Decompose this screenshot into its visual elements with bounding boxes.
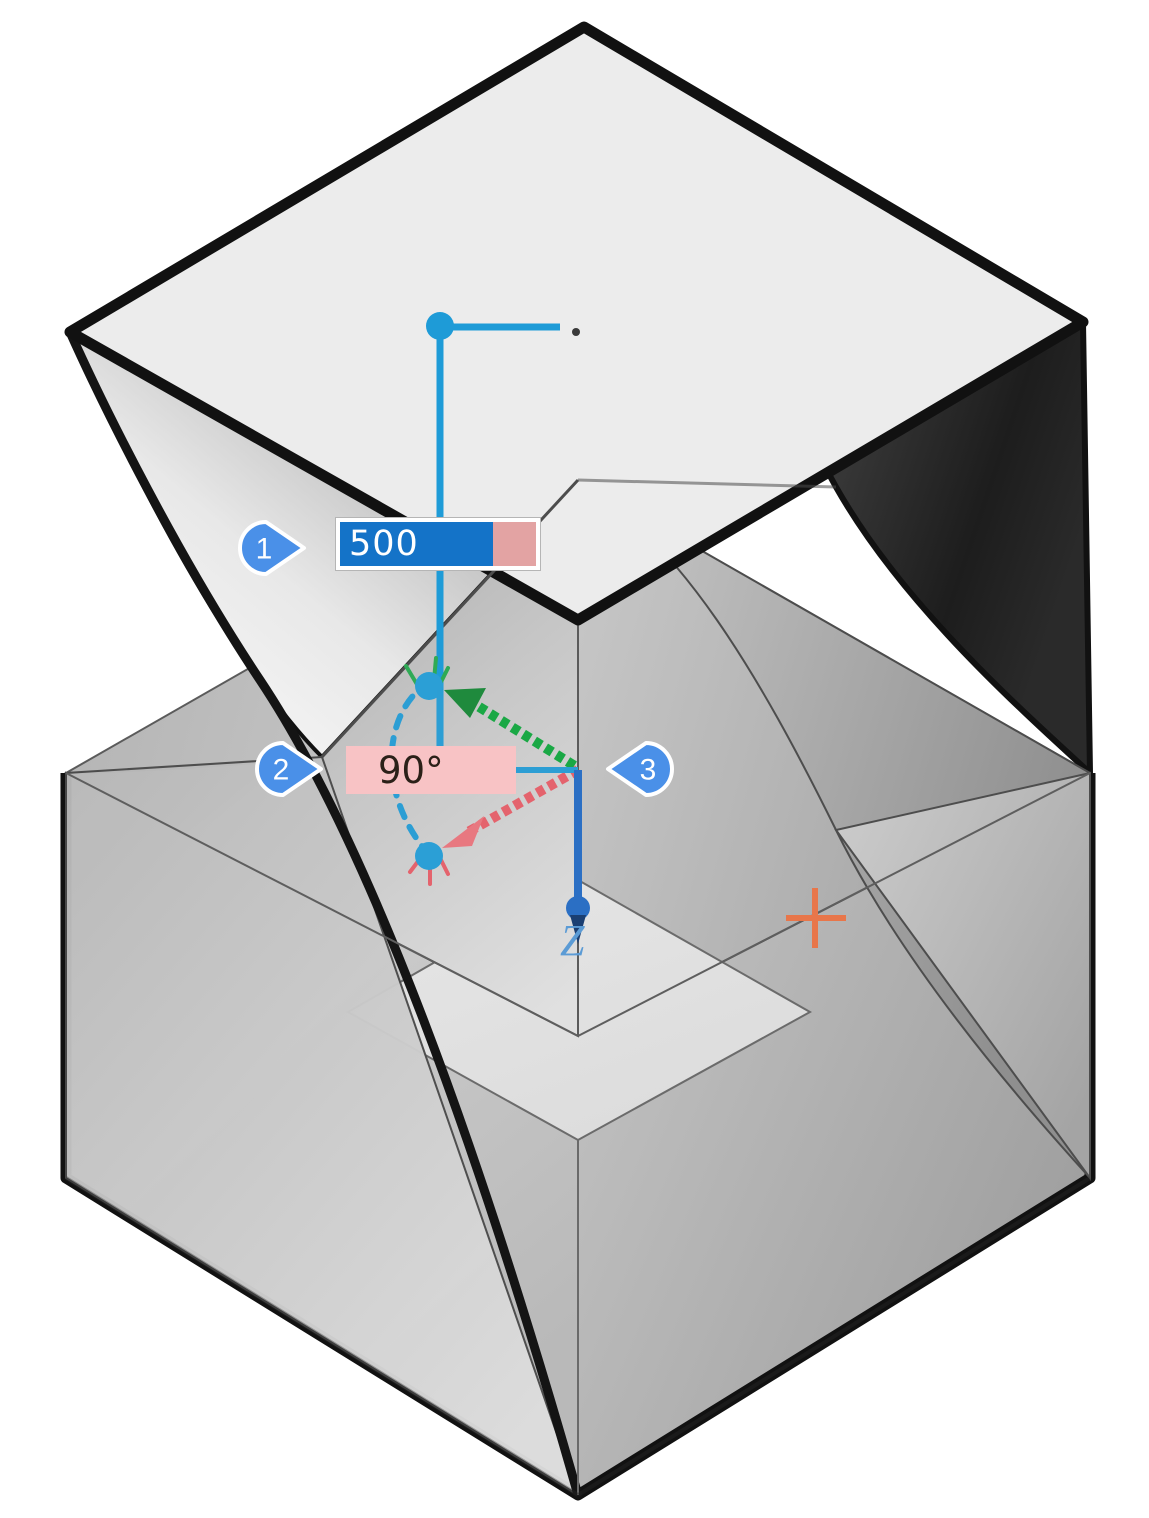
callout-marker-2: 2 [253, 740, 325, 798]
depth-drag-handle-icon[interactable] [426, 312, 454, 340]
callout-1-label: 1 [256, 533, 273, 566]
callout-3-balloon-shape [606, 741, 674, 797]
edge-bottom-right-to-apex [576, 1176, 1092, 1497]
angle-dimension-value: 90° [378, 748, 444, 792]
height-dimension-empty-area[interactable] [492, 522, 536, 566]
edge-left-twist-silhouette [65, 327, 583, 1500]
rotation-positive-shaft[interactable] [465, 695, 581, 773]
z-axis-handle-icon[interactable] [566, 896, 590, 920]
height-dimension-value: 500 [349, 523, 419, 564]
callout-marker-1: 1 [236, 519, 308, 577]
z-axis-arrowhead-icon [570, 915, 586, 944]
edge-cavity-opening-right [577, 478, 837, 489]
rotation-arc[interactable] [388, 679, 433, 859]
edge-bottom-left-to-apex [64, 1176, 580, 1497]
face-top [64, 21, 1089, 626]
rotation-positive-arrowhead-icon[interactable] [444, 688, 486, 718]
edge-bottom-diag-left [65, 772, 579, 1037]
rotation-negative-arrowhead-icon[interactable] [442, 816, 484, 848]
angle-dimension-input[interactable]: 90° [346, 746, 516, 794]
origin-crosshair-icon [786, 888, 846, 948]
edge-bottom-diag-right [577, 772, 1091, 1037]
rotation-negative-shaft[interactable] [465, 765, 581, 837]
rotation-bottom-handle-icon[interactable] [415, 842, 443, 870]
rotation-top-handle-icon[interactable] [415, 672, 443, 700]
face-right-lower-wedge [834, 771, 1091, 1182]
callout-3-label: 3 [640, 754, 657, 787]
face-twist-left-lower-band [65, 755, 580, 1498]
height-dimension-selection-highlight[interactable]: 500 [340, 522, 493, 566]
leader-end-dot-icon [572, 328, 580, 336]
callout-2-label: 2 [273, 754, 290, 787]
height-dimension-input[interactable]: 500 [336, 518, 540, 570]
callout-1-balloon-shape [238, 520, 306, 576]
callout-marker-3: 3 [604, 740, 676, 798]
callout-2-balloon-shape [255, 741, 323, 797]
